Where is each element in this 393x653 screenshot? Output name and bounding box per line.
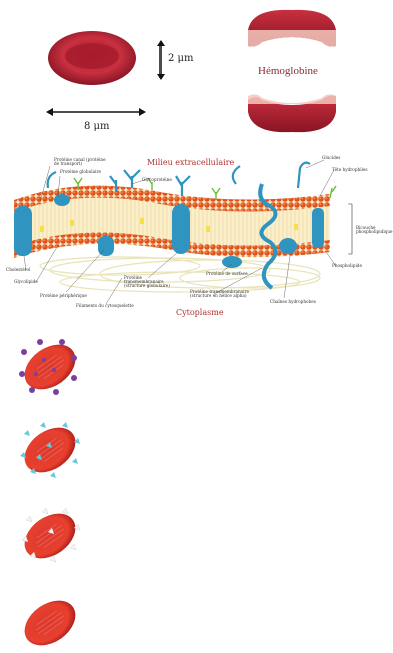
label-glycolipid: Glycolipide — [14, 280, 38, 284]
label-phospholipid: Phospholipide — [332, 264, 362, 268]
cell-purple-markers — [16, 335, 84, 398]
label-channel-protein: Protéine canal (protéine de transport) — [54, 158, 110, 166]
cytoplasm-label: Cytoplasme — [176, 308, 224, 317]
label-hydrophobic-chain: Chaînes hydrophobes — [270, 300, 316, 304]
cell-plain — [16, 591, 84, 653]
height-label: 2 μm — [168, 53, 194, 64]
label-peripheral-protein: Protéine périphérique — [40, 294, 87, 298]
label-cytoskeleton: Filaments du cytosquelette — [76, 304, 134, 308]
label-glucides: Glucides — [322, 156, 340, 160]
width-label: 8 μm — [84, 121, 110, 132]
height-arrow — [155, 40, 167, 80]
label-glycoprotein: Glycoprotéine — [142, 178, 172, 182]
label-surface-protein: Protéine de surface — [206, 272, 248, 276]
cell-variants — [0, 330, 120, 653]
extracellular-label: Milieu extracellulaire — [147, 158, 234, 167]
label-transmembrane-globular: Protéine transmembranaire (structure glo… — [124, 276, 176, 289]
label-hydrophilic-head: Tête hydrophiles — [332, 168, 368, 172]
label-bilayer: Bicouche phospholipidique — [356, 226, 392, 234]
label-cholesterol: Cholestérol — [6, 268, 30, 272]
hemoglobin-label: Hémoglobine — [258, 65, 318, 77]
membrane-diagram: Milieu extracellulaire Cytoplasme Protéi… — [0, 148, 393, 328]
width-arrow — [46, 106, 146, 118]
label-transmembrane-alpha: Protéine transmembranaire (structure en … — [190, 290, 252, 298]
label-globular-protein: Protéine globulaire — [60, 170, 101, 174]
rbc-diagram — [40, 16, 160, 136]
